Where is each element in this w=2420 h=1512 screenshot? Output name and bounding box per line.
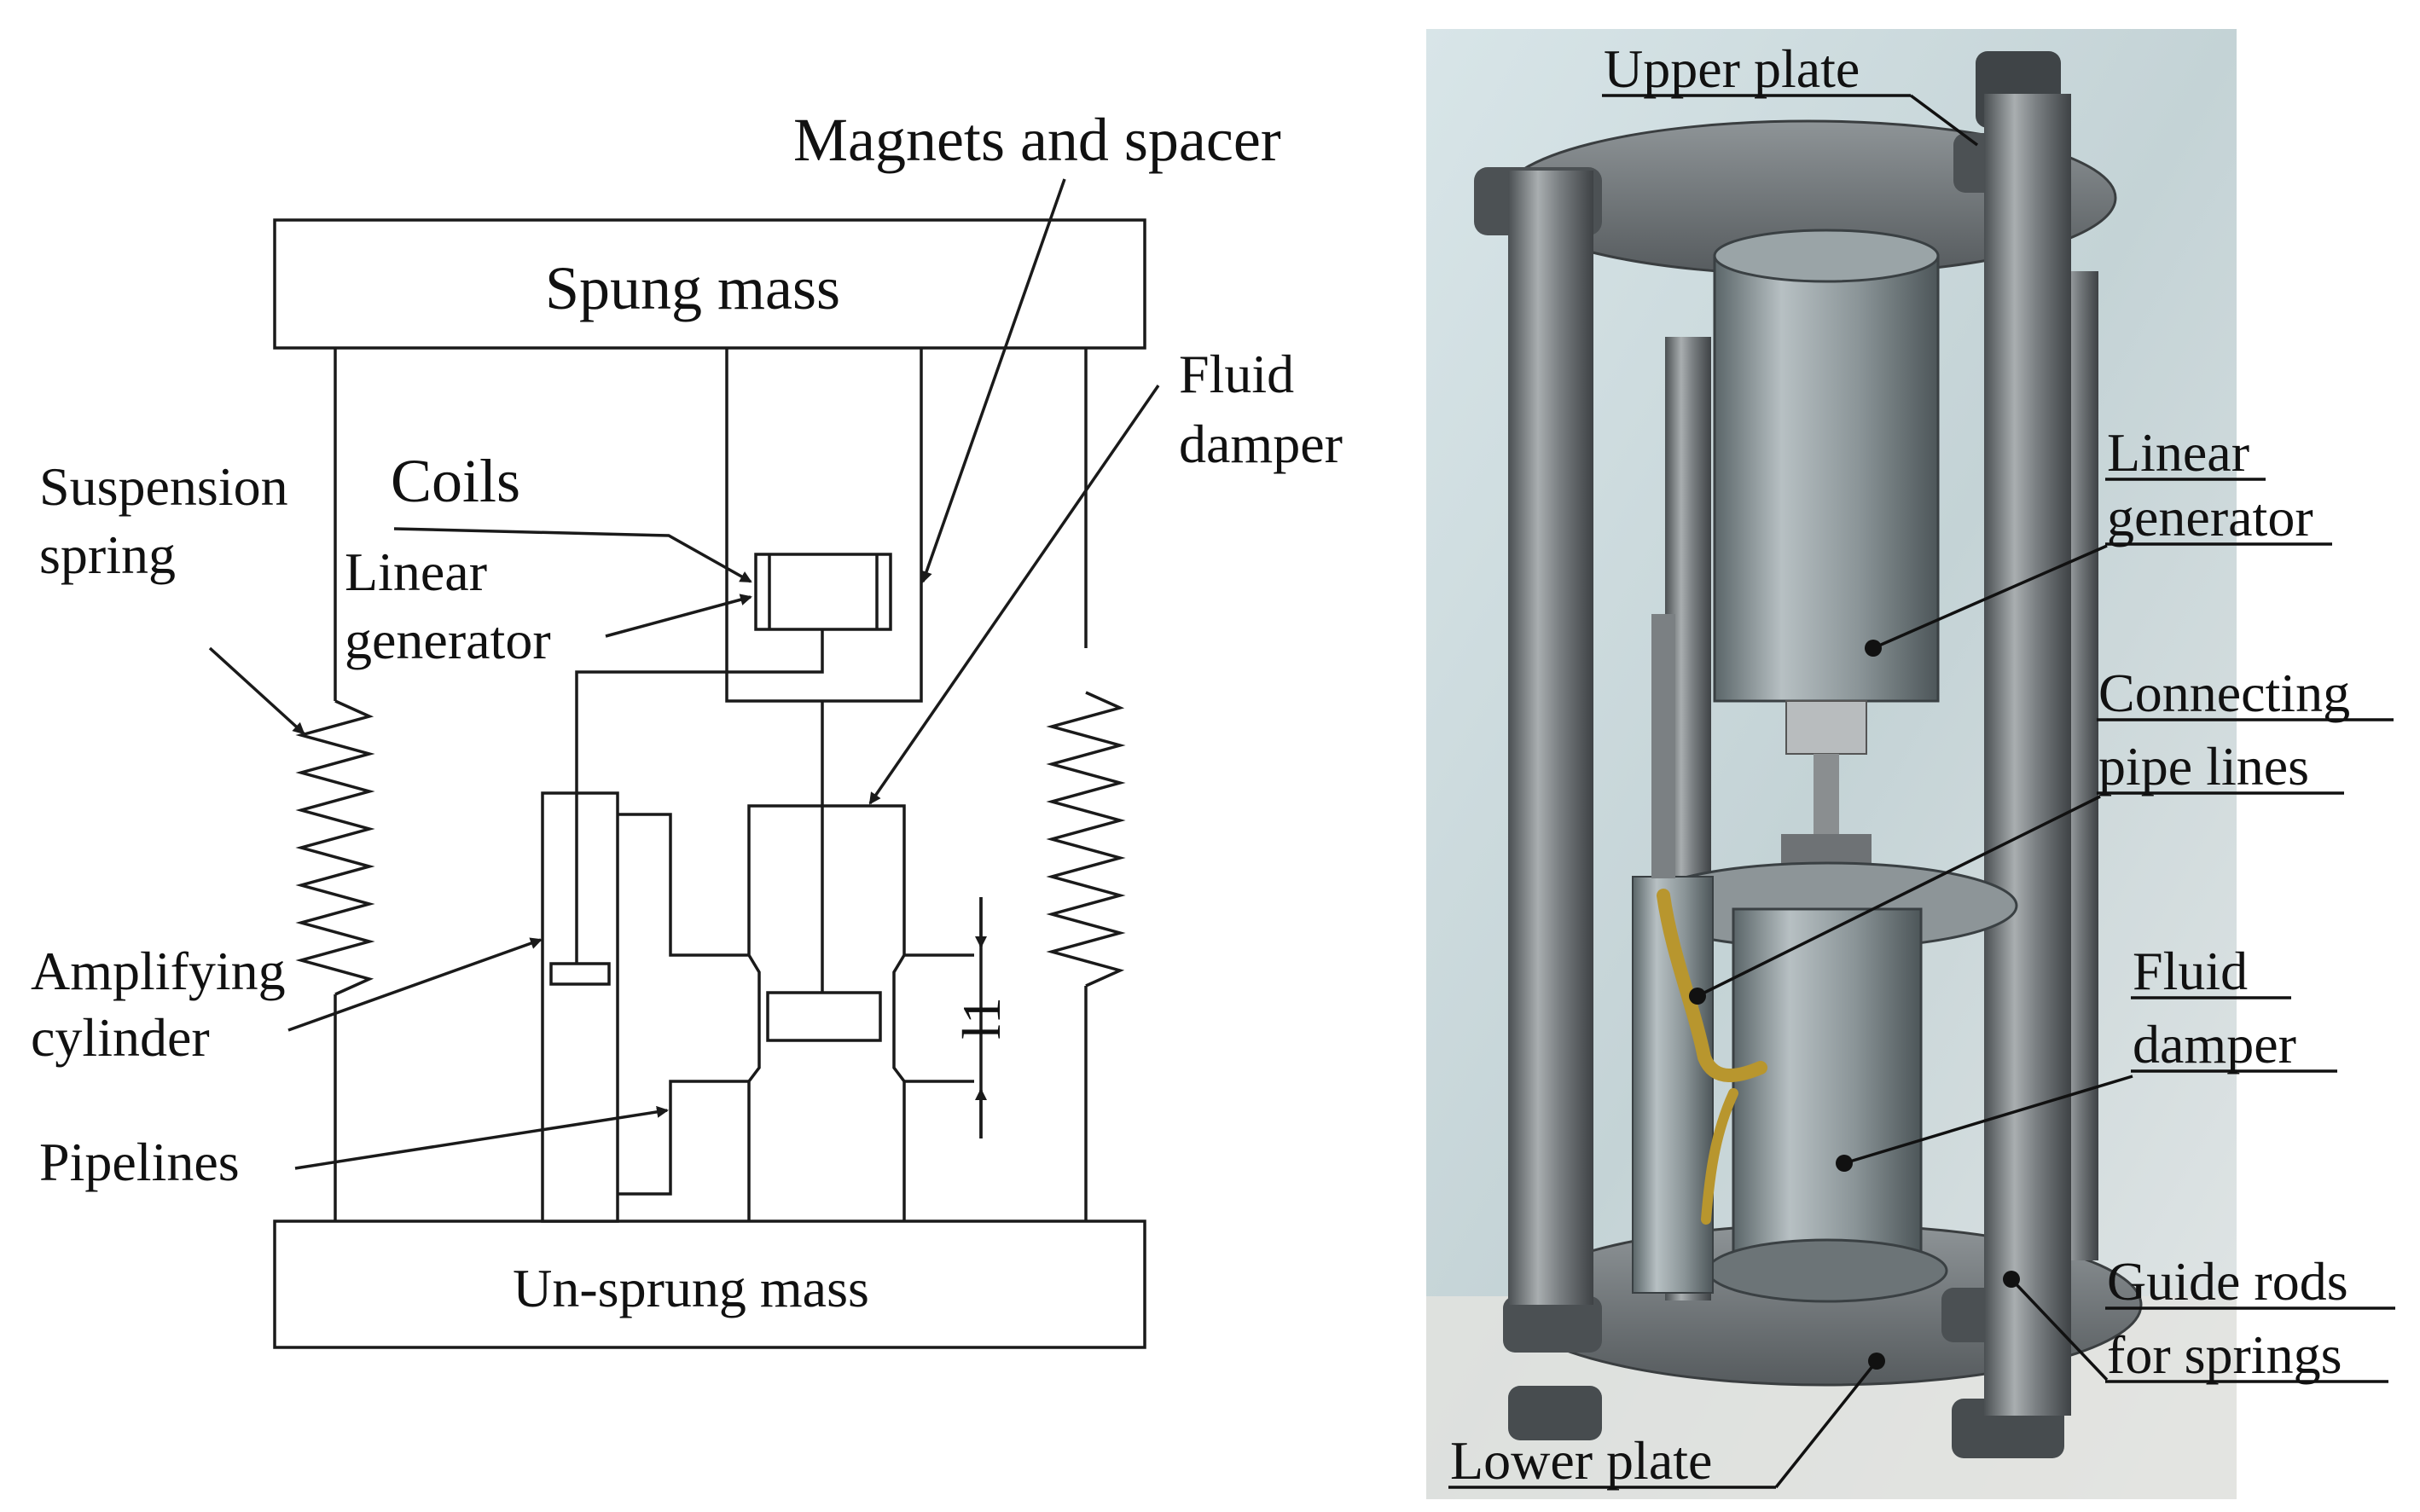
fluid-damper-label-2: damper <box>1179 414 1343 474</box>
svg-text:generator: generator <box>2107 487 2313 547</box>
svg-text:Guide rods: Guide rods <box>2107 1251 2348 1312</box>
photo-label-fluid-damper: Fluid damper <box>1836 941 2337 1172</box>
coils-box <box>754 553 892 631</box>
connecting-pipe <box>1657 889 1767 1082</box>
svg-text:Lower plate: Lower plate <box>1450 1430 1712 1491</box>
guide-rod-left <box>1508 171 1593 1305</box>
coils-label: Coils <box>391 447 520 515</box>
amplifying-cylinder <box>541 791 619 1223</box>
linear-generator-label-1: Linear <box>345 542 487 602</box>
svg-text:pipe lines: pipe lines <box>2098 736 2309 797</box>
right-suspension-spring <box>1046 691 1126 988</box>
sprung-mass-label: Spung mass <box>545 254 840 322</box>
svg-text:for springs: for springs <box>2107 1324 2342 1385</box>
schematic-diagram: Spung mass Un-sprung mass <box>31 106 1343 1349</box>
svg-text:Fluid: Fluid <box>2133 941 2248 1001</box>
guide-rod-right <box>1984 94 2071 1416</box>
fluid-damper-label-1: Fluid <box>1179 344 1294 404</box>
svg-text:damper: damper <box>2133 1014 2296 1075</box>
photo-label-guide-rods: Guide rods for springs <box>2003 1251 2395 1385</box>
linear-generator-label-2: generator <box>345 610 551 670</box>
left-suspension-spring <box>295 699 375 996</box>
unsprung-mass-label: Un-sprung mass <box>513 1258 869 1318</box>
svg-text:Upper plate: Upper plate <box>1604 38 1860 99</box>
svg-text:Connecting: Connecting <box>2098 663 2350 723</box>
suspension-spring-label-1: Suspension <box>39 456 288 517</box>
fluid-damper-cylinder <box>1732 907 1923 1264</box>
magnets-spacer-label: Magnets and spacer <box>793 106 1281 174</box>
amplifying-cylinder-label-2: cylinder <box>31 1007 210 1068</box>
photo-label-lower-plate: Lower plate <box>1448 1353 1885 1491</box>
fluid-damper-body <box>747 804 906 1221</box>
apparatus-photo: Upper plate Linear generator Connecting … <box>1426 29 2395 1499</box>
dimension-l1: l1 <box>951 997 1012 1040</box>
photo-label-connecting-pipe-lines: Connecting pipe lines <box>1689 663 2394 1005</box>
sprung-mass-box <box>273 218 1146 350</box>
pipelines-label: Pipelines <box>39 1132 240 1192</box>
unsprung-mass-box <box>273 1219 1146 1349</box>
damper-piston <box>766 991 882 1042</box>
photo-label-upper-plate: Upper plate <box>1602 38 1979 147</box>
svg-text:Linear: Linear <box>2107 422 2249 483</box>
suspension-spring-label-2: spring <box>39 524 176 585</box>
photo-label-linear-generator: Linear generator <box>1865 422 2332 657</box>
linear-generator-cylinder <box>1713 254 1940 703</box>
amplifying-cylinder-label-1: Amplifying <box>31 941 286 1001</box>
